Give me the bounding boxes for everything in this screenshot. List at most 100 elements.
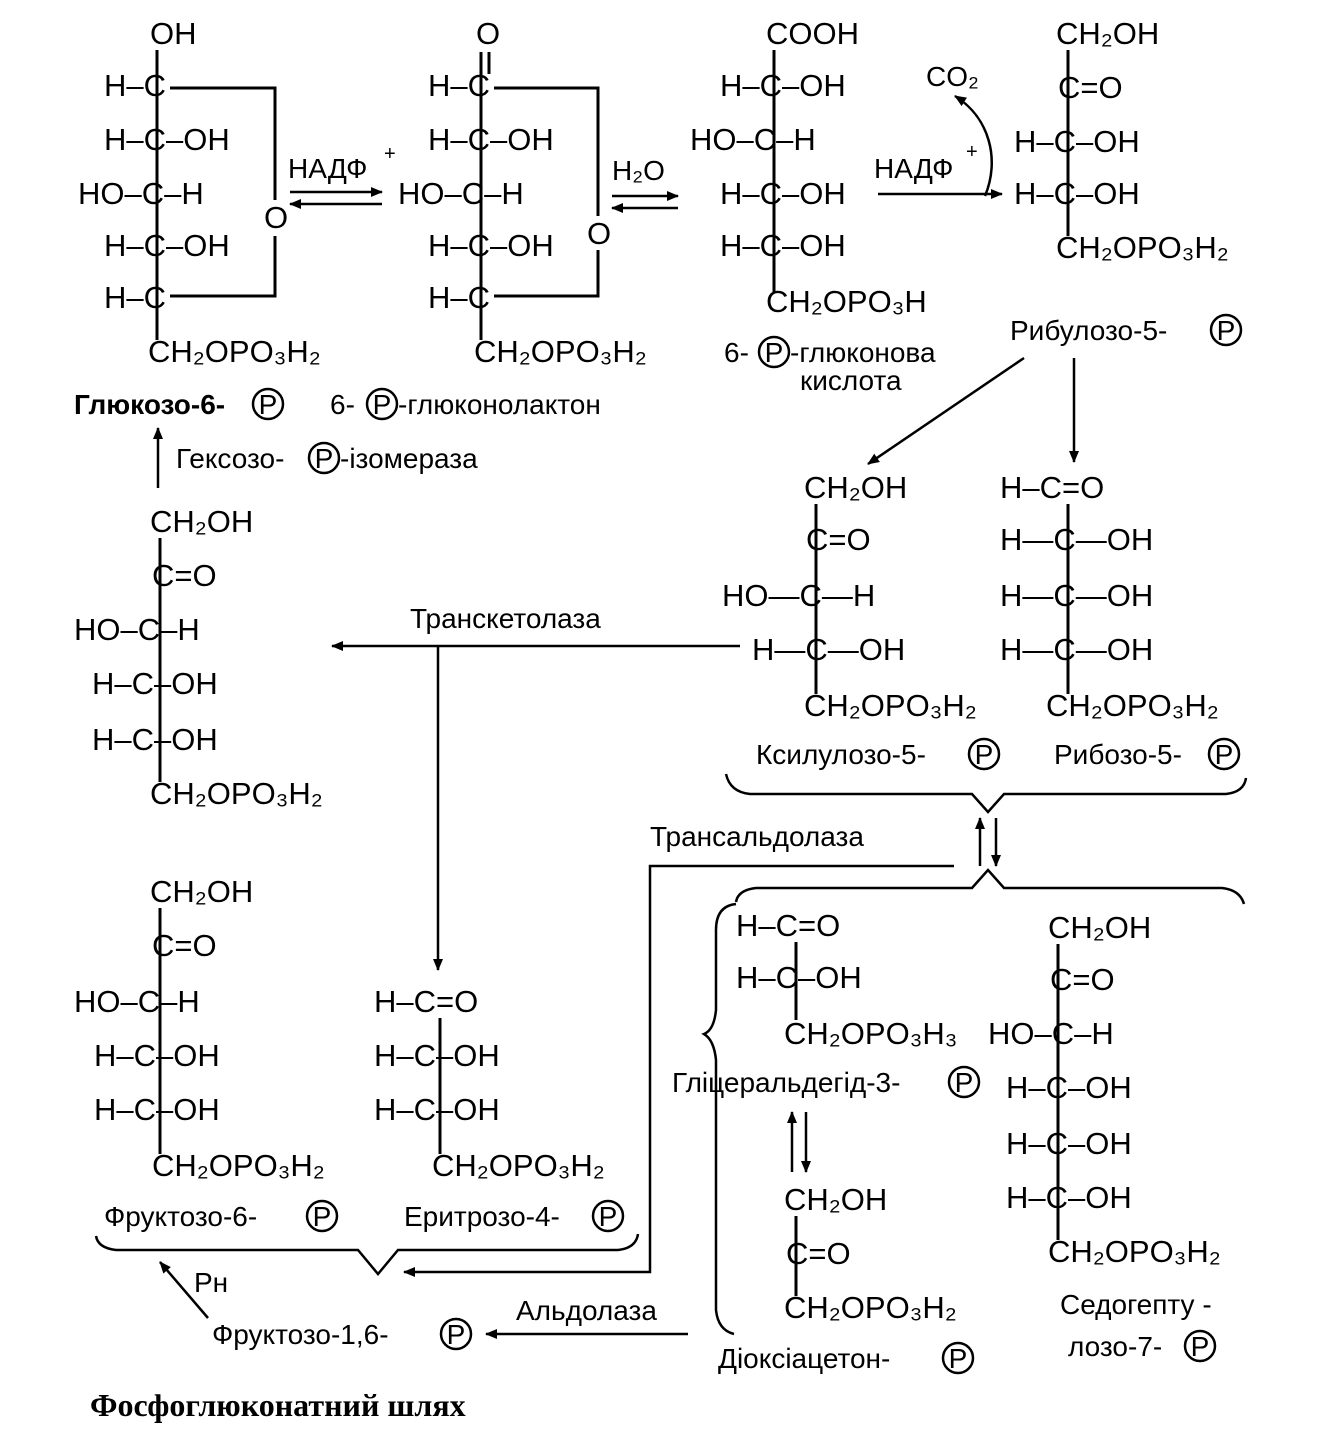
phosphatase-arrow bbox=[159, 1261, 209, 1319]
ribose-row-1: H–C=O bbox=[1000, 470, 1104, 505]
phosphate-icon: P bbox=[251, 387, 285, 421]
co2-release-arrow bbox=[954, 94, 993, 197]
transaldolase-label: Трансальдолаза bbox=[650, 821, 864, 852]
gluconic-row-3: HO–C–H bbox=[690, 122, 816, 157]
phosphate-icon: P bbox=[1209, 313, 1243, 347]
fructose-top-row-5: H–C–OH bbox=[92, 722, 218, 757]
fructose-row-3: HO–C–H bbox=[74, 984, 200, 1019]
sedo-row-3: HO–C–H bbox=[988, 1016, 1114, 1051]
sedo-label-2: лозо-7- bbox=[1068, 1331, 1162, 1362]
ribulose-row-4: H–C–OH bbox=[1014, 176, 1140, 211]
sedo-row-5: H–C–OH bbox=[1006, 1126, 1132, 1161]
lactone-ring-lower bbox=[494, 250, 600, 298]
ribulose-5-phosphate: CH₂OH C=O H–C–OH H–C–OH CH₂OPO₃H₂ Рибуло… bbox=[1010, 16, 1243, 347]
ribose-label: Рибозо-5- bbox=[1054, 739, 1182, 770]
lactone-row-1: O bbox=[476, 16, 500, 51]
phosphate-icon: P bbox=[307, 441, 341, 475]
phosphate-symbol: P bbox=[315, 443, 334, 474]
phosphate-icon: P bbox=[1207, 737, 1241, 771]
nadp-plus-1: + bbox=[384, 143, 396, 165]
sedo-row-6: H–C–OH bbox=[1006, 1180, 1132, 1215]
ribulose-row-5: CH₂OPO₃H₂ bbox=[1056, 230, 1229, 265]
erythrose-row-4: CH₂OPO₃H₂ bbox=[432, 1148, 605, 1183]
transketolase-step: Транскетолаза bbox=[331, 603, 740, 971]
gluconic-label-prefix: 6- bbox=[724, 337, 749, 368]
dhap-label: Діоксіацетон- bbox=[718, 1343, 890, 1374]
gap-label: Гліцеральдегід-3- bbox=[672, 1067, 900, 1098]
gap-row-2: H–C–OH bbox=[736, 960, 862, 995]
glyceraldehyde-3-phosphate: H–C=O H–C–OH CH₂OPO₃H₃ Гліцеральдегід-3-… bbox=[672, 908, 981, 1099]
fructose-6-phosphate-upper: CH₂OH C=O HO–C–H H–C–OH H–C–OH CH₂OPO₃H₂ bbox=[74, 504, 323, 811]
gluconic-row-5: H–C–OH bbox=[720, 228, 846, 263]
glucose6p-row-3: H–C–OH bbox=[104, 122, 230, 157]
glucose6p-row-5: H–C–OH bbox=[104, 228, 230, 263]
ribose-row-2: H—C—OH bbox=[1000, 522, 1153, 557]
gluconic-row-1: COOH bbox=[766, 16, 859, 51]
phosphate-symbol: P bbox=[765, 337, 784, 368]
products-brace bbox=[94, 1233, 640, 1276]
phosphatase-step: Pн Фруктозо-1,6- P bbox=[159, 1261, 473, 1351]
dhap-row-3: CH₂OPO₃H₂ bbox=[784, 1290, 957, 1325]
phosphate-icon: P bbox=[1183, 1329, 1217, 1363]
phosphate-symbol: P bbox=[259, 389, 278, 420]
fructose-top-row-1: CH₂OH bbox=[150, 504, 253, 539]
erythrose-row-2: H–C–OH bbox=[374, 1038, 500, 1073]
gluconic-row-2: H–C–OH bbox=[720, 68, 846, 103]
lactone-row-5: H–C–OH bbox=[428, 228, 554, 263]
sedoheptulose-7-phosphate: CH₂OH C=O HO–C–H H–C–OH H–C–OH H–C–OH CH… bbox=[988, 910, 1221, 1363]
phosphate-icon: P bbox=[967, 737, 1001, 771]
lactone-ring-upper bbox=[494, 86, 600, 216]
fructose-top-row-4: H–C–OH bbox=[92, 666, 218, 701]
lactone-row-7: CH₂OPO₃H₂ bbox=[474, 334, 647, 369]
nadp-label-2: НАДФ bbox=[874, 153, 953, 184]
dhap-row-1: CH₂OH bbox=[784, 1182, 887, 1217]
nadp-plus-2: + bbox=[966, 141, 978, 163]
xylulose-5-phosphate: CH₂OH C=O HO—C—H H—C—OH CH₂OPO₃H₂ Ксилул… bbox=[722, 470, 1001, 771]
triose-bracket bbox=[701, 902, 737, 1336]
water-label: H₂O bbox=[612, 155, 665, 186]
phosphate-icon: P bbox=[947, 1065, 981, 1099]
fructose-top-row-3: HO–C–H bbox=[74, 612, 200, 647]
fructose16p-label: Фруктозо-1,6- bbox=[212, 1319, 389, 1350]
glucose6p-row-7: CH₂OPO₃H₂ bbox=[148, 334, 321, 369]
erythrose-label: Еритрозо-4- bbox=[404, 1201, 560, 1232]
phosphate-symbol: P bbox=[1215, 739, 1234, 770]
sedo-row-2: C=O bbox=[1050, 962, 1115, 997]
nadp-reaction-1: НАДФ + bbox=[288, 143, 396, 209]
decarboxylation-reaction: CO₂ НАДФ + bbox=[874, 61, 1003, 199]
glucose6p-ring-upper bbox=[170, 86, 277, 200]
6-phosphogluconic-acid: COOH H–C–OH HO–C–H H–C–OH H–C–OH CH₂OPO₃… bbox=[690, 16, 936, 396]
dihydroxyacetone-phosphate: CH₂OH C=O CH₂OPO₃H₂ Діоксіацетон- P bbox=[718, 1182, 975, 1375]
xylulose-row-4: H—C—OH bbox=[752, 632, 905, 667]
isomerase-prefix: Гексозо- bbox=[176, 443, 284, 474]
fructose-top-row-6: CH₂OPO₃H₂ bbox=[150, 776, 323, 811]
ribose-row-3: H—C—OH bbox=[1000, 578, 1153, 613]
xylulose-label: Ксилулозо-5- bbox=[756, 739, 926, 770]
ribose-5-phosphate: H–C=O H—C—OH H—C—OH H—C—OH CH₂OPO₃H₂ Риб… bbox=[1000, 470, 1241, 771]
fructose-label: Фруктозо-6- bbox=[104, 1201, 257, 1232]
gap-row-1: H–C=O bbox=[736, 908, 840, 943]
co2-label: CO₂ bbox=[926, 61, 979, 92]
aldolase-step: Альдолаза bbox=[485, 1295, 688, 1339]
phosphate-icon: P bbox=[591, 1199, 625, 1233]
phosphate-symbol: P bbox=[373, 389, 392, 420]
xylulose-row-5: CH₂OPO₃H₂ bbox=[804, 688, 977, 723]
hexose-isomerase-step: Гексозо- P -ізомераза bbox=[153, 427, 478, 488]
product-brace bbox=[734, 868, 1246, 905]
glucose6p-ring-oxygen: O bbox=[264, 200, 288, 235]
sedo-row-1: CH₂OH bbox=[1048, 910, 1151, 945]
transaldolase-arrow bbox=[403, 864, 954, 1277]
sedo-label-1: Седогепту - bbox=[1060, 1289, 1212, 1320]
phosphate-icon: P bbox=[305, 1199, 339, 1233]
fructose-top-row-2: C=O bbox=[152, 558, 217, 593]
ribulose-label: Рибулозо-5- bbox=[1010, 315, 1167, 346]
diagram-title: Фосфоглюконатний шлях bbox=[90, 1387, 466, 1423]
phosphate-symbol: P bbox=[949, 1343, 968, 1374]
transketolase-label: Транскетолаза bbox=[410, 603, 601, 634]
fructose-row-1: CH₂OH bbox=[150, 874, 253, 909]
phosphate-icon: P bbox=[365, 387, 399, 421]
ribulose-row-1: CH₂OH bbox=[1056, 16, 1159, 51]
lactone-label: -глюконолактон bbox=[398, 389, 601, 420]
epimerase-arrow bbox=[867, 356, 1025, 466]
phosphate-symbol: P bbox=[599, 1201, 618, 1232]
